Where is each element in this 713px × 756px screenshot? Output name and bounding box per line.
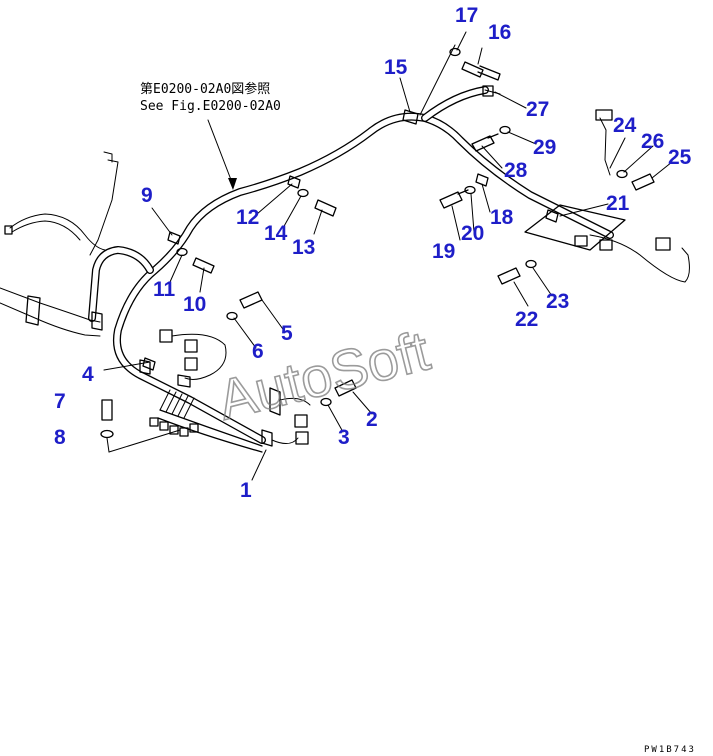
drawing-code: PW1B743 (644, 745, 696, 755)
reference-arrow (207, 119, 237, 190)
part-number-21[interactable]: 21 (606, 192, 630, 215)
part-number-14[interactable]: 14 (264, 222, 288, 245)
clamps (142, 109, 559, 371)
part-number-8[interactable]: 8 (54, 426, 66, 449)
fasteners (100, 47, 655, 439)
part-number-12[interactable]: 12 (236, 206, 259, 229)
part-number-13[interactable]: 13 (292, 236, 315, 259)
part-number-6[interactable]: 6 (252, 340, 264, 363)
main-harness (88, 86, 614, 444)
part-number-18[interactable]: 18 (490, 206, 514, 229)
part-number-27[interactable]: 27 (526, 98, 549, 121)
leader-lines (103, 31, 673, 481)
part-number-26[interactable]: 26 (641, 130, 664, 153)
part-number-24[interactable]: 24 (613, 114, 637, 137)
right-components (482, 85, 690, 283)
part-number-23[interactable]: 23 (546, 290, 569, 313)
part-number-17[interactable]: 17 (455, 4, 478, 27)
lower-harness-cluster (139, 329, 311, 453)
part-number-2[interactable]: 2 (366, 408, 378, 431)
part-number-28[interactable]: 28 (504, 159, 528, 182)
part-number-4[interactable]: 4 (82, 363, 94, 386)
reference-label-en: See Fig.E0200-02A0 (140, 99, 281, 114)
autosoft-watermark: AutoSoft (212, 318, 436, 431)
part-number-5[interactable]: 5 (281, 322, 293, 345)
part-number-10[interactable]: 10 (183, 293, 206, 316)
part-number-16[interactable]: 16 (488, 21, 511, 44)
part-number-labels: 1 2 3 4 5 6 7 8 9 10 11 12 13 14 15 16 1… (54, 4, 692, 502)
part-number-3[interactable]: 3 (338, 426, 350, 449)
part-number-22[interactable]: 22 (515, 308, 538, 331)
part-number-7[interactable]: 7 (54, 390, 66, 413)
part-number-9[interactable]: 9 (141, 184, 153, 207)
part-number-19[interactable]: 19 (432, 240, 455, 263)
part-number-20[interactable]: 20 (461, 222, 484, 245)
left-wiring (0, 151, 119, 337)
part-number-11[interactable]: 11 (153, 278, 176, 301)
part-number-25[interactable]: 25 (668, 146, 692, 169)
reference-label-jp: 第E0200-02A0図参照 (140, 81, 270, 97)
part-number-29[interactable]: 29 (533, 136, 556, 159)
part-number-1[interactable]: 1 (240, 479, 252, 502)
part-number-15[interactable]: 15 (384, 56, 408, 79)
